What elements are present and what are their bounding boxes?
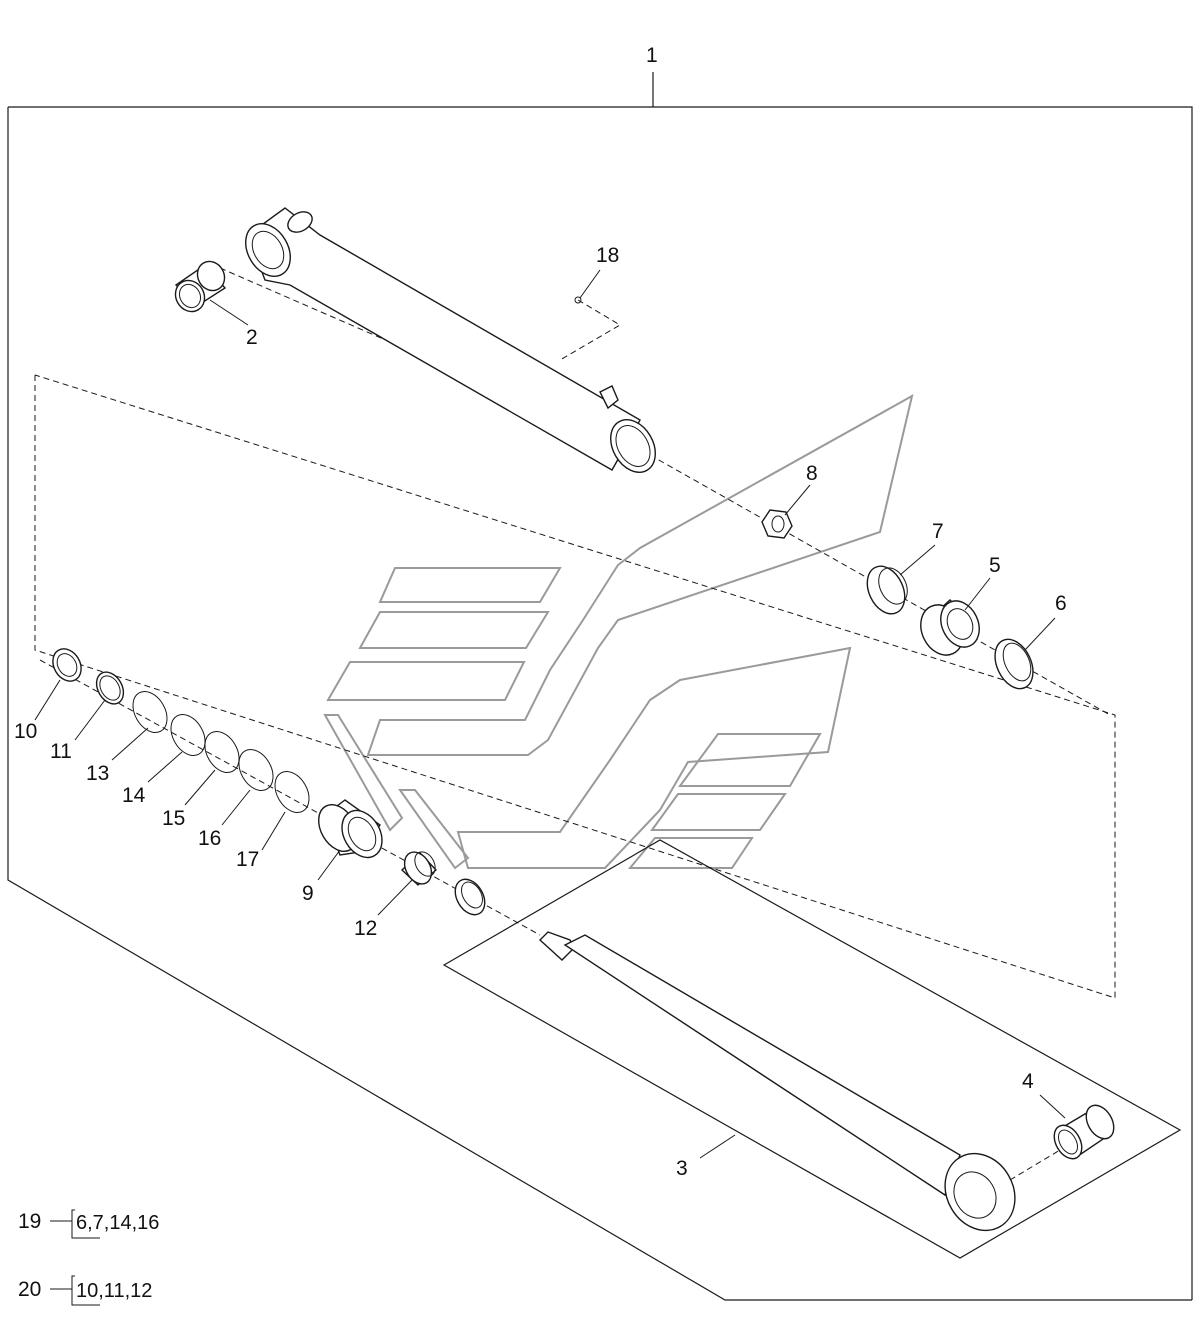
bushing-part-12 — [400, 851, 438, 886]
bushing-part-2 — [174, 260, 227, 313]
callout-1: 1 — [646, 44, 658, 67]
watermark-logo — [323, 394, 914, 870]
piston-rod-part-3 — [538, 931, 1016, 1232]
cylinder-barrel — [245, 207, 656, 473]
callout-18: 18 — [596, 244, 619, 267]
seal-part-6 — [994, 638, 1034, 690]
wear-ring-part-7 — [866, 565, 908, 615]
callout-13: 13 — [86, 762, 109, 785]
leader-lines — [34, 269, 1066, 1159]
callout-10: 10 — [14, 720, 37, 743]
callout-15: 15 — [162, 807, 185, 830]
callout-16: 16 — [198, 827, 221, 850]
callout-17: 17 — [236, 848, 259, 871]
rod-seal — [454, 878, 486, 916]
kit-row-19: 19 6,7,14,16 — [18, 1209, 159, 1239]
callout-4: 4 — [1022, 1070, 1034, 1093]
callout-2: 2 — [246, 326, 258, 349]
gland-part-9 — [317, 799, 383, 859]
callout-14: 14 — [122, 784, 146, 807]
callout-12: 12 — [354, 917, 377, 940]
bushing-part-4 — [1053, 1104, 1115, 1160]
callout-labels: 1 2 3 4 5 6 7 8 9 10 11 12 13 14 15 16 1… — [14, 44, 1067, 1180]
callout-11: 11 — [50, 740, 72, 763]
callout-9: 9 — [302, 882, 314, 905]
callout-8: 8 — [806, 462, 818, 485]
kit-contents: 10,11,12 — [76, 1280, 152, 1302]
piston-part-5 — [920, 599, 980, 656]
kit-row-20: 20 10,11,12 — [18, 1275, 152, 1306]
seal-rings — [52, 648, 310, 813]
nut-part-8 — [761, 509, 793, 539]
callout-6: 6 — [1055, 592, 1067, 615]
grease-fitting-part-18 — [574, 296, 582, 304]
kit-legend: 19 6,7,14,16 20 10,11,12 — [18, 1209, 159, 1306]
assembly-bracket — [7, 72, 1193, 1301]
callout-7: 7 — [932, 520, 944, 543]
kit-number: 20 — [18, 1278, 41, 1301]
kit-contents: 6,7,14,16 — [76, 1212, 159, 1234]
callout-5: 5 — [989, 554, 1001, 577]
kit-number: 19 — [18, 1210, 41, 1233]
callout-3: 3 — [676, 1157, 688, 1180]
